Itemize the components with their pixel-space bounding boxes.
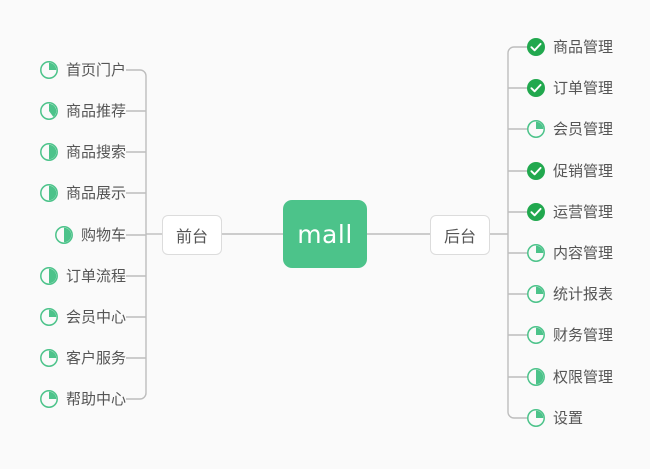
pie-progress-icon	[39, 266, 59, 286]
leaf-item-backend-3[interactable]: 促销管理	[526, 159, 613, 183]
pie-progress-icon	[54, 225, 74, 245]
pie-progress-icon	[526, 367, 546, 387]
leaf-item-label: 统计报表	[553, 285, 614, 303]
leaf-item-frontend-5[interactable]: 订单流程	[39, 264, 126, 288]
leaf-item-label: 首页门户	[65, 61, 126, 79]
check-circle-icon	[526, 202, 546, 222]
pie-progress-icon	[39, 389, 59, 409]
leaf-item-label: 订单流程	[65, 267, 126, 285]
leaf-item-label: 商品搜索	[65, 143, 126, 161]
check-circle-icon	[526, 37, 546, 57]
leaf-item-label: 内容管理	[553, 244, 614, 262]
branch-node-backend[interactable]: 后台	[430, 215, 490, 255]
pie-progress-icon	[39, 183, 59, 203]
pie-progress-icon	[39, 142, 59, 162]
pie-progress-icon	[526, 325, 546, 345]
pie-progress-icon	[39, 348, 59, 368]
branch-node-frontend-label: 前台	[175, 227, 208, 246]
leaf-item-label: 客户服务	[65, 349, 126, 367]
pie-progress-icon	[39, 307, 59, 327]
leaf-item-label: 权限管理	[553, 368, 614, 386]
leaf-item-label: 设置	[553, 409, 584, 427]
branch-node-frontend[interactable]: 前台	[162, 215, 222, 255]
leaf-item-backend-8[interactable]: 权限管理	[526, 365, 613, 389]
leaf-item-frontend-1[interactable]: 商品推荐	[39, 99, 126, 123]
center-node[interactable]: mall	[283, 200, 367, 268]
center-node-label: mall	[297, 219, 353, 249]
leaf-item-backend-4[interactable]: 运营管理	[526, 200, 613, 224]
leaf-item-label: 会员中心	[65, 308, 126, 326]
pie-progress-icon	[39, 60, 59, 80]
leaf-item-label: 运营管理	[553, 203, 614, 221]
leaf-item-label: 会员管理	[553, 120, 614, 138]
leaf-item-frontend-0[interactable]: 首页门户	[39, 58, 126, 82]
pie-progress-icon	[526, 284, 546, 304]
leaf-item-label: 商品展示	[65, 184, 126, 202]
leaf-item-frontend-2[interactable]: 商品搜索	[39, 140, 126, 164]
leaf-item-label: 商品推荐	[65, 102, 126, 120]
pie-progress-icon	[526, 408, 546, 428]
leaf-item-frontend-8[interactable]: 帮助中心	[39, 387, 126, 411]
leaf-item-label: 帮助中心	[65, 390, 126, 408]
leaf-item-backend-0[interactable]: 商品管理	[526, 35, 613, 59]
leaf-item-backend-6[interactable]: 统计报表	[526, 282, 613, 306]
pie-progress-icon	[39, 101, 59, 121]
leaf-item-frontend-3[interactable]: 商品展示	[39, 181, 126, 205]
leaf-item-backend-1[interactable]: 订单管理	[526, 76, 613, 100]
check-circle-icon	[526, 78, 546, 98]
leaf-item-backend-7[interactable]: 财务管理	[526, 323, 613, 347]
pie-progress-icon	[526, 243, 546, 263]
leaf-item-label: 财务管理	[553, 326, 614, 344]
leaf-item-backend-2[interactable]: 会员管理	[526, 117, 613, 141]
branch-node-backend-label: 后台	[443, 227, 476, 246]
check-circle-icon	[526, 161, 546, 181]
leaf-item-frontend-7[interactable]: 客户服务	[39, 346, 126, 370]
leaf-item-label: 购物车	[80, 226, 126, 244]
leaf-item-frontend-4[interactable]: 购物车	[54, 223, 126, 247]
leaf-item-label: 促销管理	[553, 162, 614, 180]
pie-progress-icon	[526, 119, 546, 139]
leaf-item-backend-9[interactable]: 设置	[526, 406, 583, 430]
leaf-item-label: 订单管理	[553, 79, 614, 97]
leaf-item-frontend-6[interactable]: 会员中心	[39, 305, 126, 329]
leaf-item-backend-5[interactable]: 内容管理	[526, 241, 613, 265]
leaf-item-label: 商品管理	[553, 38, 614, 56]
